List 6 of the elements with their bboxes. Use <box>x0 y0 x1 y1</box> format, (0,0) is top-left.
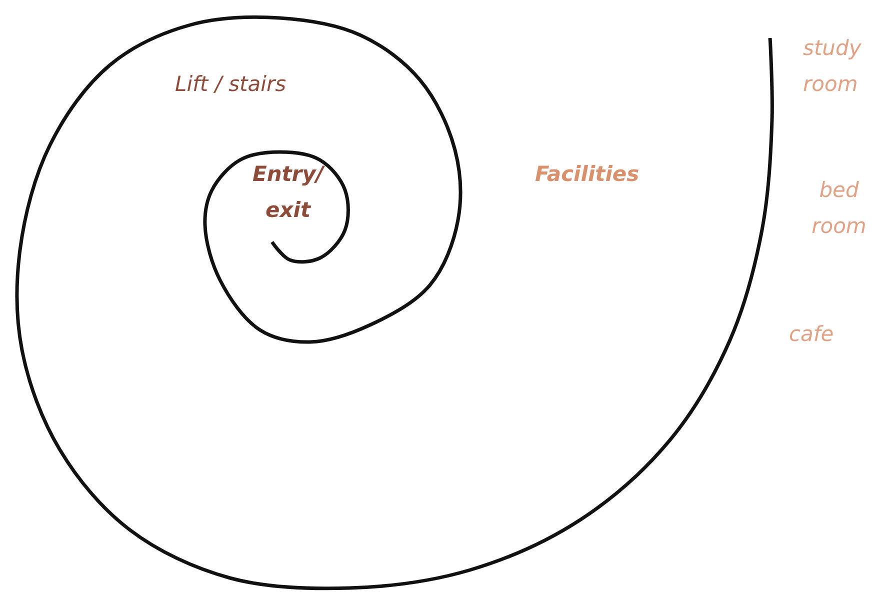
label-text: study room <box>803 35 862 98</box>
label-text: cafe <box>789 321 835 348</box>
label-text: Entry/ exit <box>251 161 326 224</box>
label-text: Facilities <box>535 161 640 188</box>
label-text: bed room <box>810 177 868 240</box>
label-text: Lift / stairs <box>175 71 288 98</box>
